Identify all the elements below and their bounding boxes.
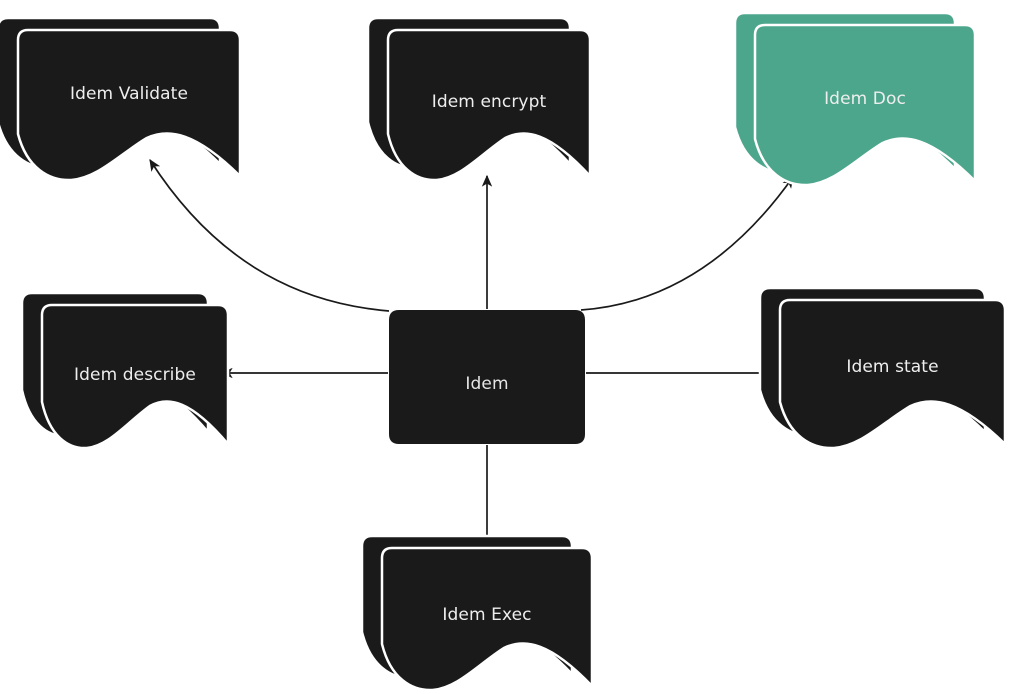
- idem-validate-shape: [0, 16, 242, 182]
- idem-state-shape: [758, 286, 1007, 450]
- idem-exec-shape: [360, 534, 594, 692]
- idem-describe-shape: [20, 291, 230, 450]
- idem-encrypt-shape: [366, 16, 592, 182]
- node-idem-doc[interactable]: Idem Doc: [733, 11, 977, 187]
- idem-doc-shape: [733, 11, 977, 187]
- node-idem-state[interactable]: Idem state: [758, 286, 1007, 450]
- node-idem-encrypt[interactable]: Idem encrypt: [366, 16, 592, 182]
- idem-shape: [389, 310, 585, 444]
- node-idem-exec[interactable]: Idem Exec: [360, 534, 594, 692]
- node-idem-describe[interactable]: Idem describe: [20, 291, 230, 450]
- node-idem[interactable]: Idem: [389, 310, 585, 444]
- node-idem-validate[interactable]: Idem Validate: [0, 16, 242, 182]
